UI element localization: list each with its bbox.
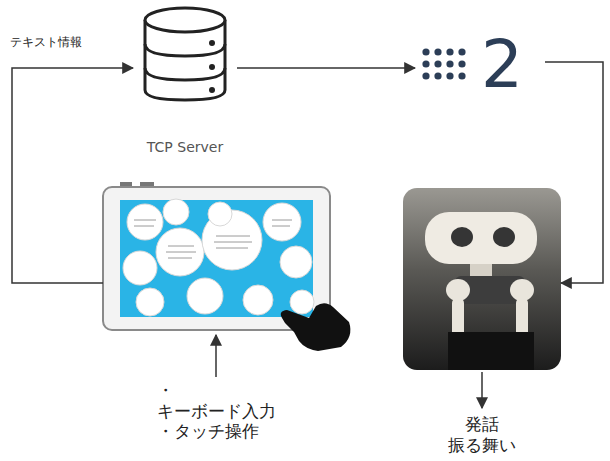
tablet-illustration [103, 182, 350, 377]
connector-arrow [237, 67, 415, 69]
robot-photo [403, 188, 561, 408]
edge-label-holder: テキスト情報 [8, 34, 84, 51]
node-label: TCP Server [147, 139, 223, 156]
logo-node: 2 [415, 28, 545, 102]
logo-text: 2 [481, 32, 523, 98]
node-label: ・キーボード入力 ・タッチ操作 [157, 380, 276, 442]
edge-label: テキスト情報 [8, 34, 84, 51]
connector-arrow [12, 68, 133, 283]
text-holder: 発話 振る舞い [403, 414, 561, 455]
text-holder: 2 [481, 28, 523, 102]
text-holder: TCP Server [133, 137, 237, 156]
logo-dots [422, 48, 465, 79]
text-holder: ・キーボード入力 ・タッチ操作 [103, 380, 330, 442]
tablet-node: ・キーボード入力 ・タッチ操作 [103, 187, 330, 330]
connector-arrow [545, 62, 603, 283]
node-label: 発話 振る舞い [448, 414, 516, 455]
robot-node: 発話 振る舞い [403, 188, 561, 370]
server-node: TCP Server [133, 2, 237, 158]
database-icon [145, 8, 225, 100]
